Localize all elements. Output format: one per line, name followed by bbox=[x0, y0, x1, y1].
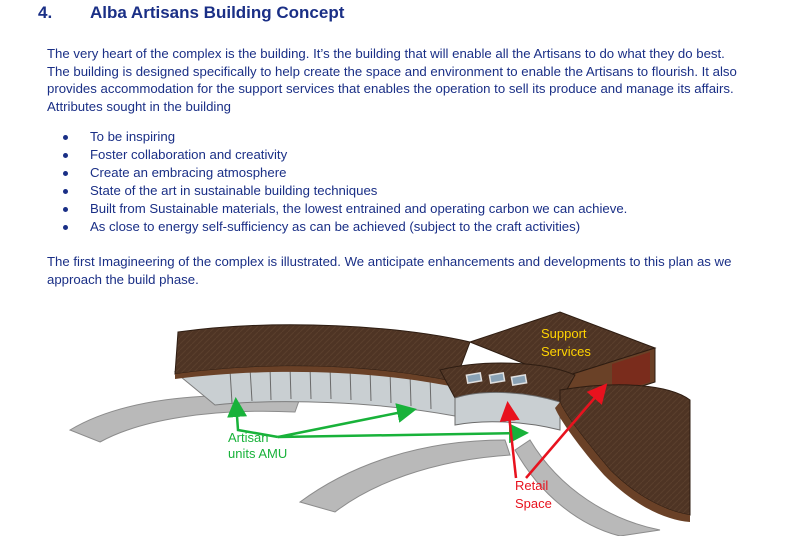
section-title: Alba Artisans Building Concept bbox=[90, 3, 345, 22]
retail-space-label: Retail bbox=[515, 478, 548, 493]
closing-paragraph: The first Imagineering of the complex is… bbox=[47, 254, 732, 287]
artisan-arrows bbox=[227, 397, 529, 444]
list-item: Built from Sustainable materials, the lo… bbox=[47, 200, 627, 218]
list-item: To be inspiring bbox=[47, 128, 627, 146]
list-item: Create an embracing atmosphere bbox=[47, 164, 627, 182]
intro-paragraph: The very heart of the complex is the bui… bbox=[47, 46, 737, 114]
section-heading: 4. Alba Artisans Building Concept bbox=[38, 3, 344, 23]
support-services-label: Services bbox=[541, 344, 591, 359]
attributes-list: To be inspiring Foster collaboration and… bbox=[47, 128, 627, 236]
walkway-center bbox=[298, 439, 511, 513]
list-item: State of the art in sustainable building… bbox=[47, 182, 627, 200]
retail-space-label: Space bbox=[515, 496, 552, 511]
retail-arrows bbox=[499, 383, 608, 479]
list-item: As close to energy self-sufficiency as c… bbox=[47, 218, 627, 236]
artisan-units-label: units AMU bbox=[228, 446, 287, 461]
walkway-right bbox=[514, 439, 661, 536]
building-concept-illustration: Support Services Artisan units AMU Retai… bbox=[68, 311, 691, 536]
support-services-label: Support bbox=[541, 326, 587, 341]
list-item: Foster collaboration and creativity bbox=[47, 146, 627, 164]
section-number: 4. bbox=[38, 3, 53, 22]
